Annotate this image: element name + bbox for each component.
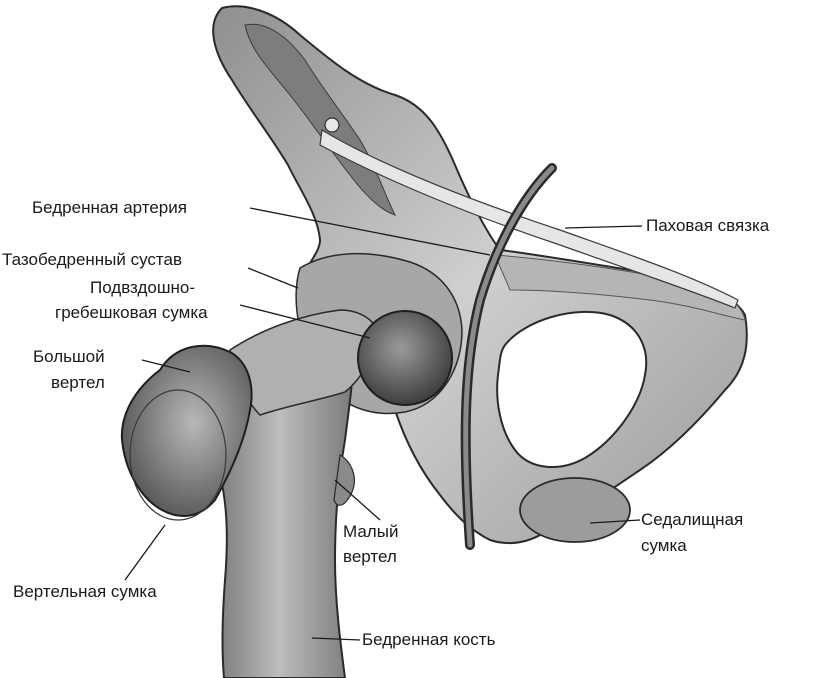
label-greater-trochanter-1: Большой <box>33 347 105 366</box>
label-greater-trochanter-2: вертел <box>51 373 105 392</box>
label-ischial-bursa-1: Седалищная <box>641 510 743 529</box>
label-ischial-bursa-2: сумка <box>641 536 687 555</box>
pubic-ramus <box>494 254 746 321</box>
label-iliopectineal-bursa-1: Подвздошно- <box>90 278 195 297</box>
ischial-bursa-shape <box>519 477 631 543</box>
greater-trochanter-shape <box>120 344 253 517</box>
label-femur: Бедренная кость <box>362 630 496 649</box>
label-trochanteric-bursa: Вертельная сумка <box>13 582 157 601</box>
trochanteric-bursa-shape <box>129 389 227 521</box>
label-iliopectineal-bursa-2: гребешковая сумка <box>55 303 208 322</box>
femoral-head <box>357 310 453 406</box>
label-lesser-trochanter-1: Малый <box>343 522 398 541</box>
label-hip-joint: Тазобедренный сустав <box>2 250 182 269</box>
iliac-fossa <box>244 23 396 216</box>
label-inguinal-ligament: Паховая связка <box>646 216 770 235</box>
leader-lines <box>124 207 643 641</box>
inguinal-ligament-shape <box>319 129 739 309</box>
label-lesser-trochanter-2: вертел <box>343 547 397 566</box>
obturator-foramen <box>496 310 648 468</box>
anterior-superior-iliac-spine <box>324 117 340 133</box>
label-femoral-artery: Бедренная артерия <box>32 198 187 217</box>
